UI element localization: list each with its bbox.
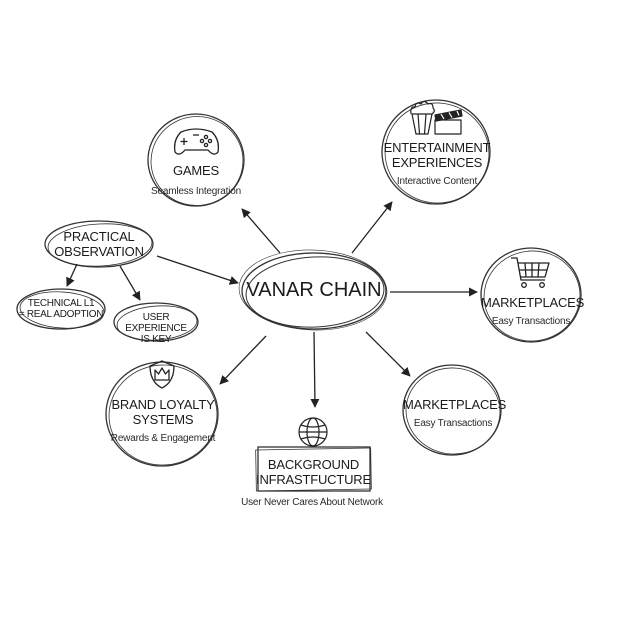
arrow-to-games — [241, 208, 281, 254]
marketplaces-lower-subtitle: Easy Transactions — [413, 418, 493, 429]
shopping-cart-icon — [511, 257, 550, 288]
technical-ellipse-outline — [16, 288, 106, 330]
entertainment-title-line1: ENTERTAINMENT — [383, 140, 491, 155]
marketplaces-right-node[interactable]: MARKETPLACES Easy Transactions — [481, 295, 585, 328]
entertainment-subtitle: Interactive Content — [396, 176, 478, 187]
brand-loyalty-title-line1: BRAND LOYALTY — [111, 397, 215, 412]
arrow-to-marketplaces-lower — [365, 331, 411, 377]
entertainment-title-line2: EXPERIENCES — [391, 155, 483, 170]
practical-title-line1: PRACTICAL — [63, 229, 135, 244]
globe-icon — [298, 417, 328, 447]
practical-ellipse-outline — [44, 220, 154, 268]
entertainment-circle-outline — [381, 99, 491, 205]
games-title: GAMES — [173, 163, 219, 178]
entertainment-node[interactable]: ENTERTAINMENT EXPERIENCES Interactive Co… — [376, 140, 498, 188]
marketplaces-right-circle-outline — [480, 247, 582, 343]
center-label: VANAR CHAIN — [246, 279, 382, 301]
brand-loyalty-circle-outline — [105, 361, 219, 467]
background-subtitle-wrap: User Never Cares About Network — [226, 497, 398, 509]
user-experience-ellipse-outline — [113, 302, 199, 342]
practical-node[interactable]: PRACTICAL OBSERVATION — [48, 229, 150, 259]
games-circle-outline — [147, 113, 245, 207]
marketplaces-lower-node[interactable]: MARKETPLACES Easy Transactions — [403, 397, 507, 430]
gamepad-icon — [173, 128, 220, 155]
arrow-practical-to-user-experience — [119, 265, 141, 301]
user-experience-line1: USER EXPERIENCE — [125, 312, 187, 334]
center-ellipse-outline — [238, 249, 388, 331]
marketplaces-lower-title: MARKETPLACES — [403, 397, 507, 412]
marketplaces-lower-circle-outline — [402, 364, 502, 456]
brand-loyalty-title-line2: SYSTEMS — [132, 412, 194, 427]
games-subtitle: Seamless Integration — [151, 186, 241, 197]
arrow-to-brand-loyalty — [219, 335, 267, 385]
crown-shield-icon — [149, 360, 175, 389]
practical-title-line2: OBSERVATION — [54, 244, 144, 259]
background-node[interactable]: BACKGROUND INFRASTFUCTURE — [256, 457, 371, 487]
background-title-line1: BACKGROUND — [267, 457, 360, 472]
user-experience-node[interactable]: USER EXPERIENCE IS KEY — [114, 312, 198, 345]
arrow-practical-to-center — [156, 255, 239, 285]
technical-node[interactable]: TECHNICAL L1 = REAL ADOPTION — [18, 298, 104, 320]
background-subtitle: User Never Cares About Network — [241, 497, 383, 508]
arrow-to-entertainment — [351, 201, 393, 254]
popcorn-clapperboard-icon — [410, 100, 463, 135]
technical-line2: = REAL ADOPTION — [18, 309, 104, 320]
marketplaces-right-title: MARKETPLACES — [481, 295, 585, 310]
arrow-practical-to-technical — [66, 263, 78, 287]
background-rect-outline — [255, 446, 372, 492]
brand-loyalty-node[interactable]: BRAND LOYALTY SYSTEMS Rewards & Engageme… — [106, 397, 220, 445]
brand-loyalty-subtitle: Rewards & Engagement — [110, 433, 216, 444]
games-node[interactable]: GAMES Seamless Integration — [150, 163, 242, 198]
arrow-to-background — [310, 331, 320, 408]
background-title-line2: INFRASTFUCTURE — [256, 472, 371, 487]
marketplaces-right-subtitle: Easy Transactions — [491, 316, 571, 327]
center-node[interactable]: VANAR CHAIN — [242, 279, 386, 301]
technical-line1: TECHNICAL L1 — [27, 298, 95, 309]
user-experience-line2: IS KEY — [140, 334, 172, 345]
